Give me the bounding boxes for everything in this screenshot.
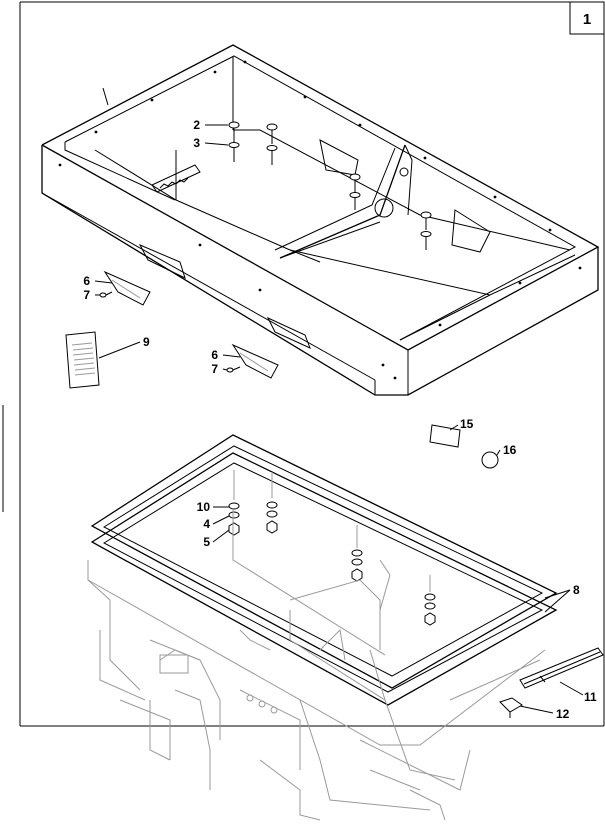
callout-label: 3 [193, 136, 200, 150]
callout-label: 9 [143, 335, 150, 349]
carriage-bolts [228, 121, 432, 250]
bolt-a [228, 121, 240, 162]
callout-label: 12 [556, 707, 570, 721]
sheet-number: 1 [583, 11, 591, 28]
stack-c [351, 525, 363, 582]
corner-plate-left [99, 270, 151, 306]
stack-a [228, 470, 240, 536]
bolt-c [349, 173, 361, 210]
small-bracket [499, 697, 523, 718]
callout-labels: 2 3 6 7 9 6 7 15 16 10 4 5 8 11 12 [83, 118, 597, 721]
callout-label: 8 [573, 583, 580, 597]
sheet-number-box: 1 [569, 1, 605, 35]
callout-label: 15 [460, 417, 474, 431]
stack-b [266, 472, 278, 534]
guide-rail [519, 647, 604, 689]
callout-label: 6 [211, 348, 218, 362]
decal-plate [429, 424, 461, 448]
seal-gasket-upper [90, 434, 558, 689]
bolt-b [266, 123, 278, 165]
drawing-frame [2, 1, 605, 727]
callout-label: 7 [211, 362, 218, 376]
round-plug [481, 451, 499, 469]
corner-plate-right [226, 343, 279, 379]
callout-label: 7 [83, 288, 90, 302]
callout-label: 5 [203, 535, 210, 549]
callout-leaders [94, 124, 584, 714]
callout-label: 10 [197, 500, 211, 514]
spreader-body-ghost [87, 510, 546, 821]
instruction-booklet [65, 331, 100, 389]
callout-label: 6 [83, 274, 90, 288]
callout-label: 2 [193, 118, 200, 132]
hopper-extension-frame [41, 44, 600, 396]
callout-label: 4 [203, 517, 210, 531]
washer-stacks [228, 470, 436, 626]
stack-d [424, 575, 436, 626]
bolt-d [420, 211, 432, 250]
callout-label: 11 [584, 690, 597, 704]
callout-label: 16 [503, 443, 517, 457]
